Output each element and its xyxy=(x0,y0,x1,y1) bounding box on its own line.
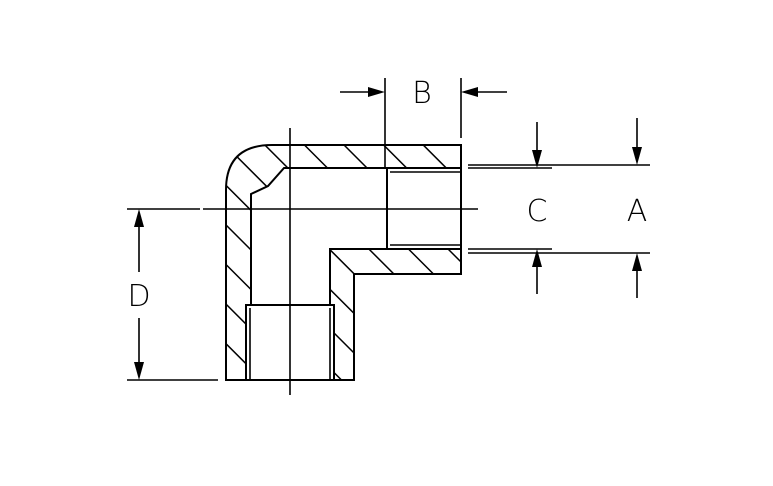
dim-a-arrow-top-head xyxy=(632,147,642,165)
dim-c-arrow-top-head xyxy=(532,150,542,168)
dim-d-arrow-bottom-head xyxy=(134,362,144,380)
dim-c-arrow-bottom-head xyxy=(532,249,542,267)
dim-a-label: A xyxy=(627,194,648,229)
dim-a-arrow-bottom-head xyxy=(632,253,642,271)
dim-c-label: C xyxy=(527,194,548,229)
fitting-outer-outline xyxy=(225,144,462,381)
fitting-inner-bore-lower xyxy=(329,248,387,305)
dim-b-arrow-right-head xyxy=(461,87,478,97)
dim-d-arrow-top-head xyxy=(134,209,144,227)
dim-d-label: D xyxy=(127,279,150,314)
fitting-inner-bore xyxy=(250,167,387,305)
dim-b-arrow-left-head xyxy=(368,87,385,97)
dim-b-label: B xyxy=(412,76,432,111)
